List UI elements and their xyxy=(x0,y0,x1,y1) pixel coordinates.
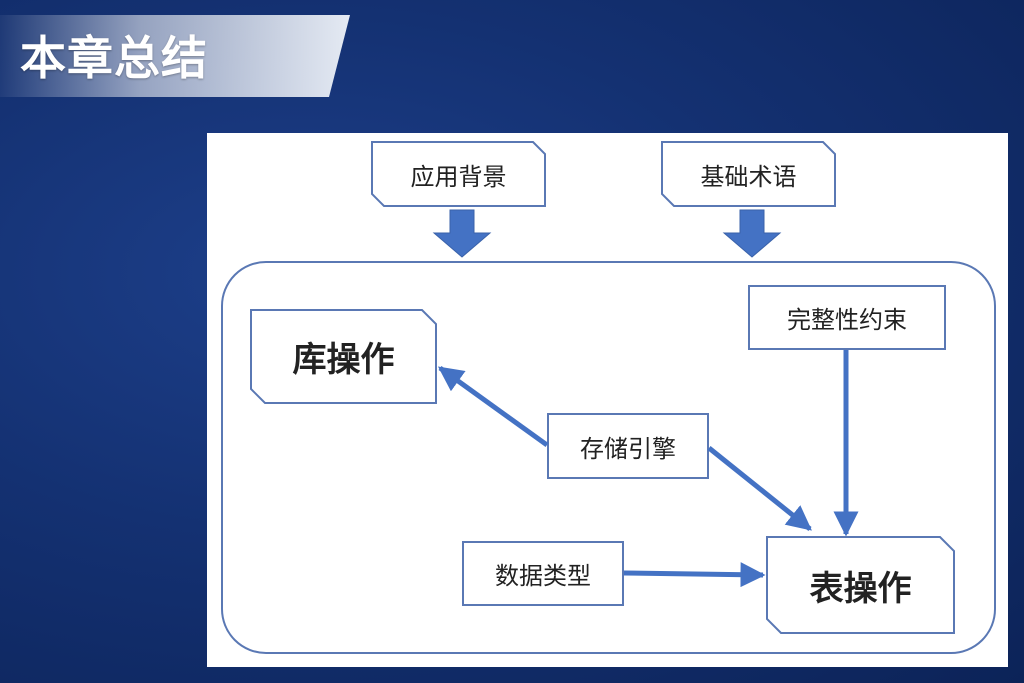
node-datatype: 数据类型 xyxy=(462,541,624,606)
node-terms: 基础术语 xyxy=(661,141,836,207)
node-label: 表操作 xyxy=(809,568,912,609)
node-integrity: 完整性约束 xyxy=(748,285,946,350)
node-label: 存储引擎 xyxy=(580,434,676,463)
block-arrow-down-icon xyxy=(432,209,492,258)
node-db-ops: 库操作 xyxy=(250,309,437,404)
block-arrow-down-icon xyxy=(722,209,782,258)
node-label: 完整性约束 xyxy=(787,306,907,334)
title-banner xyxy=(0,15,350,97)
operations-frame xyxy=(221,261,996,654)
node-background: 应用背景 xyxy=(371,141,546,207)
node-label: 数据类型 xyxy=(495,562,591,590)
arrow-datatype-to-table xyxy=(623,562,766,588)
node-table-ops: 表操作 xyxy=(766,536,955,634)
arrow-engine-to-db xyxy=(437,365,549,448)
slide-title: 本章总结 xyxy=(20,31,208,85)
node-label: 库操作 xyxy=(292,340,395,380)
node-engine: 存储引擎 xyxy=(547,413,709,479)
arrow-engine-to-table xyxy=(707,446,812,531)
node-label: 基础术语 xyxy=(700,162,797,191)
node-label: 应用背景 xyxy=(410,162,507,191)
